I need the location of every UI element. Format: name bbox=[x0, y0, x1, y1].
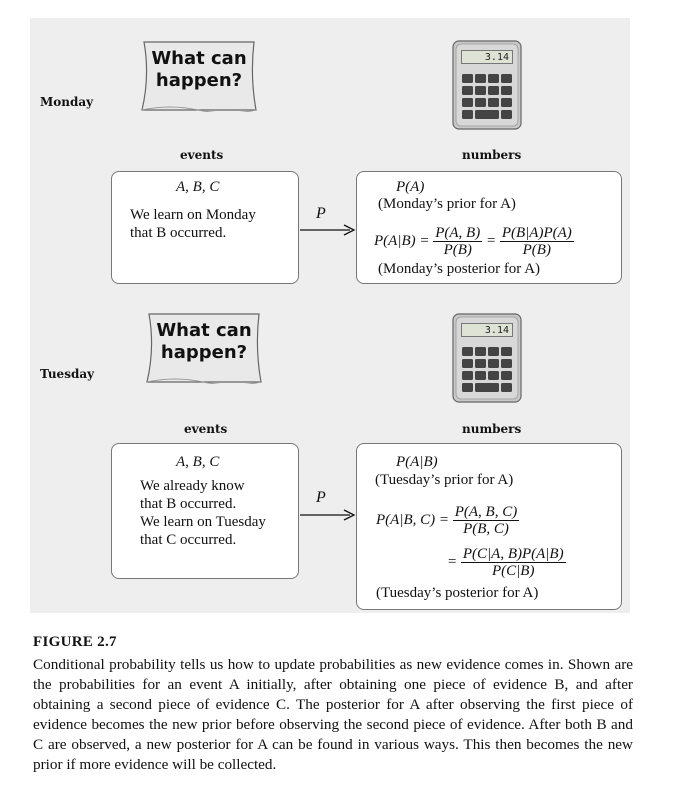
posterior-formula-line1: P(A|B, C) = P(A, B, C)P(B, C) bbox=[376, 504, 520, 537]
prior-expr: P(A|B) bbox=[396, 454, 438, 470]
arrow-label: P bbox=[316, 205, 326, 222]
calculator-display: 3.14 bbox=[461, 50, 513, 64]
calculator-icon: 3.14 bbox=[452, 313, 522, 403]
figure-title: FIGURE 2.7 bbox=[33, 634, 117, 650]
calculator-icon: 3.14 bbox=[452, 40, 522, 130]
events-line: that C occurred. bbox=[140, 532, 237, 548]
numbers-label: numbers bbox=[462, 148, 522, 162]
arrow-icon bbox=[300, 509, 356, 521]
numbers-box-tuesday bbox=[356, 443, 622, 610]
events-line: that B occurred. bbox=[140, 496, 237, 512]
posterior-formula: P(A|B) = P(A, B)P(B) = P(B|A)P(A)P(B) bbox=[374, 225, 574, 258]
arrow-label: P bbox=[316, 489, 326, 506]
figure-caption: Conditional probability tells us how to … bbox=[33, 656, 633, 773]
events-label: events bbox=[180, 148, 224, 162]
numbers-label: numbers bbox=[462, 422, 522, 436]
events-box-monday bbox=[111, 171, 299, 284]
prior-expr: P(A) bbox=[396, 179, 425, 195]
day-label-tuesday: Tuesday bbox=[40, 367, 95, 381]
posterior-note: (Tuesday’s posterior for A) bbox=[376, 585, 539, 601]
prior-note: (Monday’s prior for A) bbox=[378, 196, 516, 212]
posterior-note: (Monday’s posterior for A) bbox=[378, 261, 541, 277]
events-label: events bbox=[184, 422, 228, 436]
posterior-formula-line2: = P(C|A, B)P(A|B)P(C|B) bbox=[447, 546, 566, 579]
numbers-box-monday bbox=[356, 171, 622, 284]
arrow-icon bbox=[300, 224, 356, 236]
events-box-tuesday bbox=[111, 443, 299, 579]
events-line: We learn on Tuesday bbox=[140, 514, 266, 530]
events-set: A, B, C bbox=[176, 454, 220, 470]
day-label-monday: Monday bbox=[40, 95, 94, 109]
events-line: We already know bbox=[140, 478, 245, 494]
prior-note: (Tuesday’s prior for A) bbox=[375, 472, 514, 488]
events-line: We learn on Monday bbox=[130, 207, 256, 223]
events-set: A, B, C bbox=[176, 179, 220, 195]
events-line: that B occurred. bbox=[130, 225, 227, 241]
calculator-display: 3.14 bbox=[461, 323, 513, 337]
